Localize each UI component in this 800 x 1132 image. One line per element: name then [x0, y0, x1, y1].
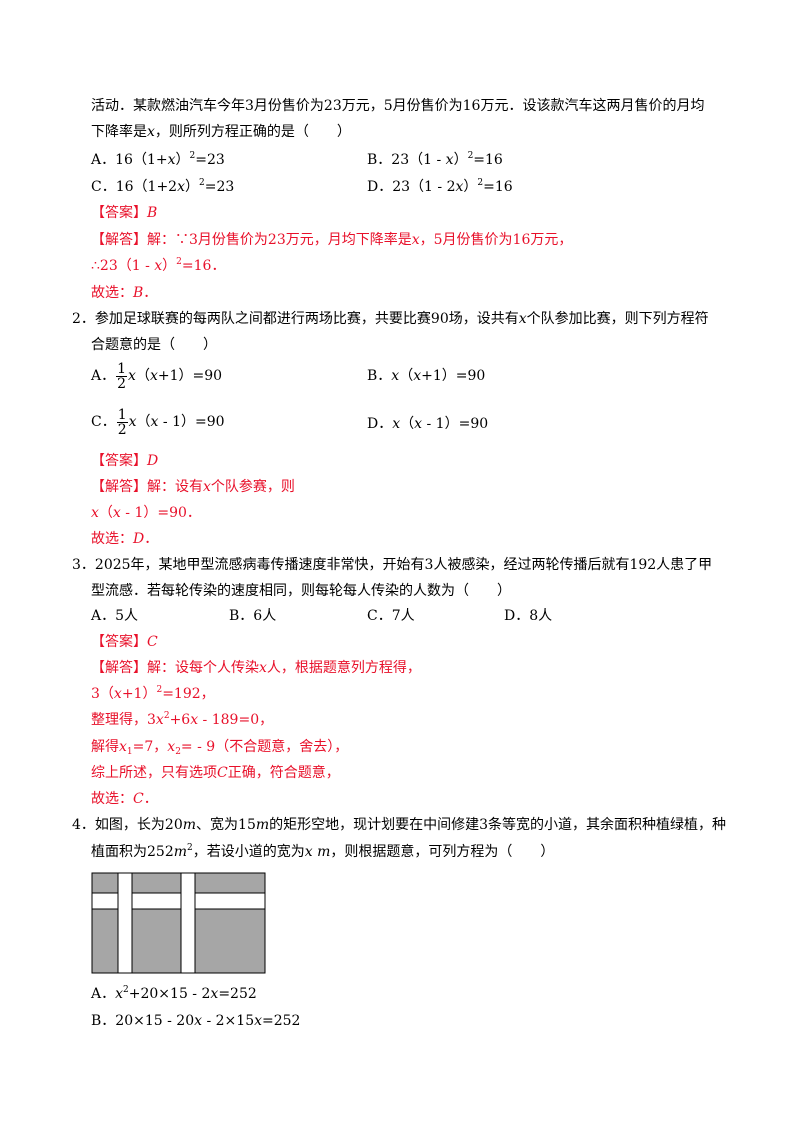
q3-option-a: A．5人 — [91, 608, 139, 624]
q3-solution-line1: 【解答】解：设每个人传染x人，根据题意列方程得， — [91, 660, 421, 676]
q3-solution-line4: 解得x1=7，x2= - 9（不合题意，舍去）， — [91, 739, 349, 757]
q1-option-b: B．23（1 - x）2=16 — [367, 151, 503, 169]
q1-stem-line2: 下降率是x，则所列方程正确的是（ ） — [91, 124, 351, 140]
q1-answer: 【答案】B — [91, 205, 158, 221]
vertical-path-left — [117, 872, 133, 974]
q4-option-a: A．x2+20×15 - 2x=252 — [91, 985, 257, 1003]
q2-stem-line2: 合题意的是（ ） — [91, 337, 217, 353]
q3-option-b: B．6人 — [229, 608, 277, 624]
q2-stem-line1: 2．参加足球联赛的每两队之间都进行两场比赛，共要比赛90场，设共有x个队参加比赛… — [72, 311, 709, 327]
q2-solution-line1: 【解答】解：设有x个队参赛，则 — [91, 479, 295, 495]
q1-solution-line1: 【解答】解：∵3月份售价为23万元，月均下降率是x，5月份售价为16万元， — [91, 232, 573, 248]
q3-solution-line5: 综上所述，只有选项C正确，符合题意， — [91, 765, 340, 781]
plot-figure — [91, 872, 266, 974]
q3-option-c: C．7人 — [367, 608, 415, 624]
q4-stem-line1: 4．如图，长为20m、宽为15m的矩形空地，现计划要在中间修建3条等宽的小道，其… — [72, 817, 727, 833]
q3-solution-line2: 3（x+1）2=192， — [91, 685, 215, 703]
q4-option-b: B．20×15 - 20x - 2×15x=252 — [91, 1013, 301, 1029]
q3-answer: 【答案】C — [91, 634, 158, 650]
q1-solution-line2: ∴23（1 - x）2=16． — [91, 257, 226, 275]
q1-option-d: D．23（1 - 2x）2=16 — [367, 178, 513, 196]
q3-stem-line2: 型流感．若每轮传染的速度相同，则每轮每人传染的人数为（ ） — [91, 583, 511, 599]
horizontal-path — [91, 892, 266, 910]
q2-solution-line2: x（x - 1）=90． — [91, 505, 201, 521]
q1-option-c: C．16（1+2x）2=23 — [91, 178, 235, 196]
q2-conclusion: 故选：D． — [91, 531, 159, 547]
q2-option-d: D．x（x - 1）=90 — [367, 416, 489, 432]
q3-conclusion: 故选：C． — [91, 791, 158, 807]
q1-option-a: A．16（1+x）2=23 — [91, 151, 225, 169]
q3-option-d: D．8人 — [504, 608, 553, 624]
q2-answer: 【答案】D — [91, 453, 159, 469]
q2-option-b: B．x（x+1）=90 — [367, 368, 486, 384]
q3-stem-line1: 3．2025年，某地甲型流感病毒传播速度非常快，开始有3人被感染，经过两轮传播后… — [72, 557, 713, 573]
q1-stem-line1: 活动．某款燃油汽车今年3月份售价为23万元，5月份售价为16万元．设该款汽车这两… — [91, 98, 705, 114]
path-junction-left — [118, 893, 132, 909]
q4-stem-line2: 植面积为252m2，若设小道的宽为x m，则根据题意，可列方程为（ ） — [91, 843, 555, 861]
path-junction-right — [181, 893, 195, 909]
vertical-path-right — [180, 872, 196, 974]
q1-conclusion: 故选：B． — [91, 285, 158, 301]
q3-solution-line3: 整理得，3x2+6x - 189=0， — [91, 711, 274, 729]
